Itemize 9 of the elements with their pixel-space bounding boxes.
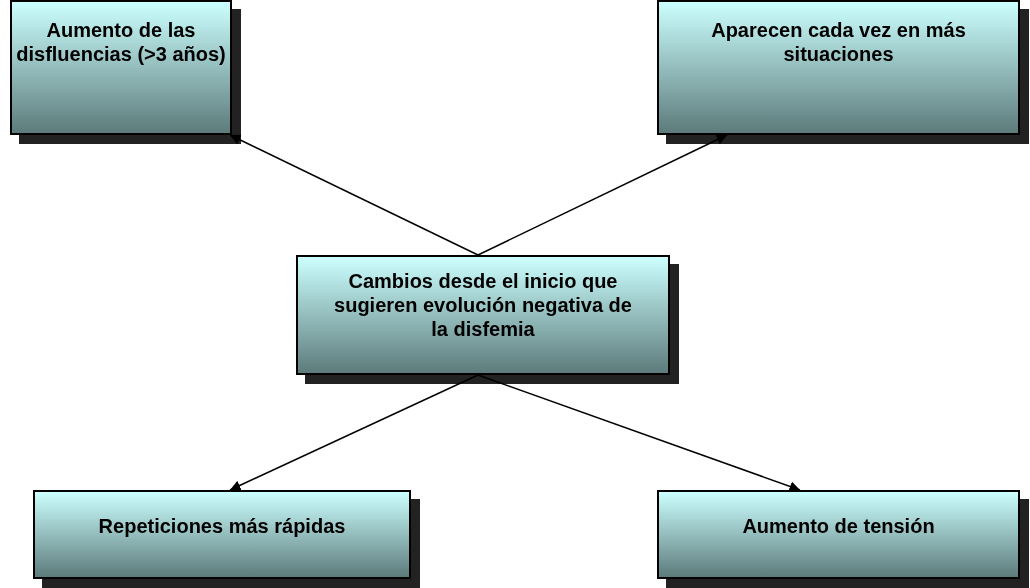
arrow [477, 134, 728, 256]
box-text: Aparecen cada vez en más situaciones [710, 18, 967, 66]
box-text: Cambios desde el inicio que sugieren evolución negativa de la disfemia [333, 269, 633, 341]
box-text: Aumento de las disfluencias (>3 años) [15, 18, 227, 66]
box-text: Repeticiones más rápidas [97, 514, 347, 538]
arrow [229, 134, 479, 256]
arrow [229, 374, 479, 491]
arrow [477, 374, 801, 492]
box-text: Aumento de tensión [741, 514, 936, 538]
